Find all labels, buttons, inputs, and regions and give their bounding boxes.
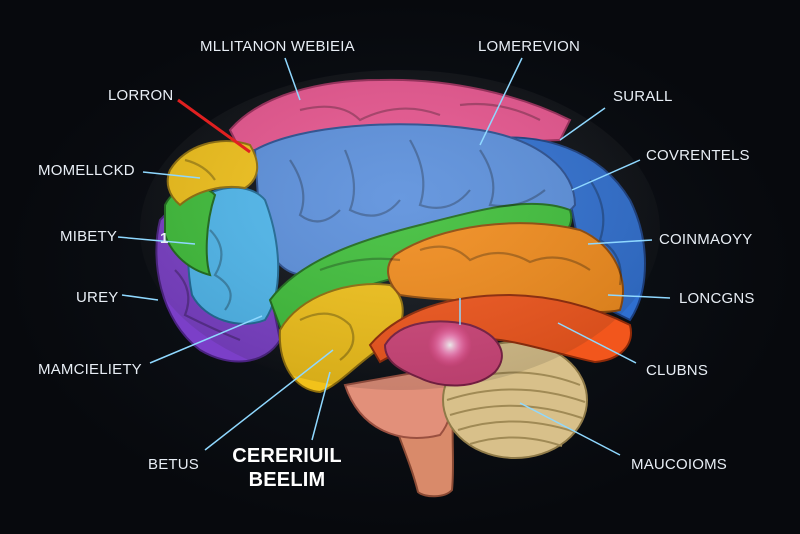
- label-right-1: SURALL: [613, 88, 673, 105]
- leader-lines: [117, 57, 671, 456]
- label-top-center: MLLITANON WEBIEIA: [200, 38, 355, 55]
- label-left-2: MOMELLCKD: [38, 162, 135, 179]
- label-bottom-center: CERERIUIL BEELIM: [222, 444, 352, 492]
- label-bottom-center-line1: CERERIUIL: [232, 445, 342, 467]
- label-left-4: UREY: [76, 289, 119, 306]
- label-bottom-right: MAUCOIOMS: [631, 456, 727, 473]
- region-marker-1: 1: [160, 230, 169, 247]
- label-left-3: MIBETY: [60, 228, 118, 245]
- label-left-5: MAMCIELIETY: [38, 361, 142, 378]
- brain-shading: [140, 70, 660, 390]
- label-bottom-center-line2: BEELIM: [248, 469, 326, 491]
- label-right-4: LONCGNS: [679, 290, 755, 307]
- label-bottom-left: BETUS: [148, 456, 200, 473]
- label-right-2: COVRENTELS: [646, 147, 750, 164]
- label-left-1: LORRON: [108, 87, 174, 104]
- label-top-right: LOMEREVION: [478, 38, 581, 55]
- red-pointer-line: [177, 98, 251, 154]
- label-right-3: COINMAOYY: [659, 231, 753, 248]
- label-right-5: CLUBNS: [646, 362, 709, 379]
